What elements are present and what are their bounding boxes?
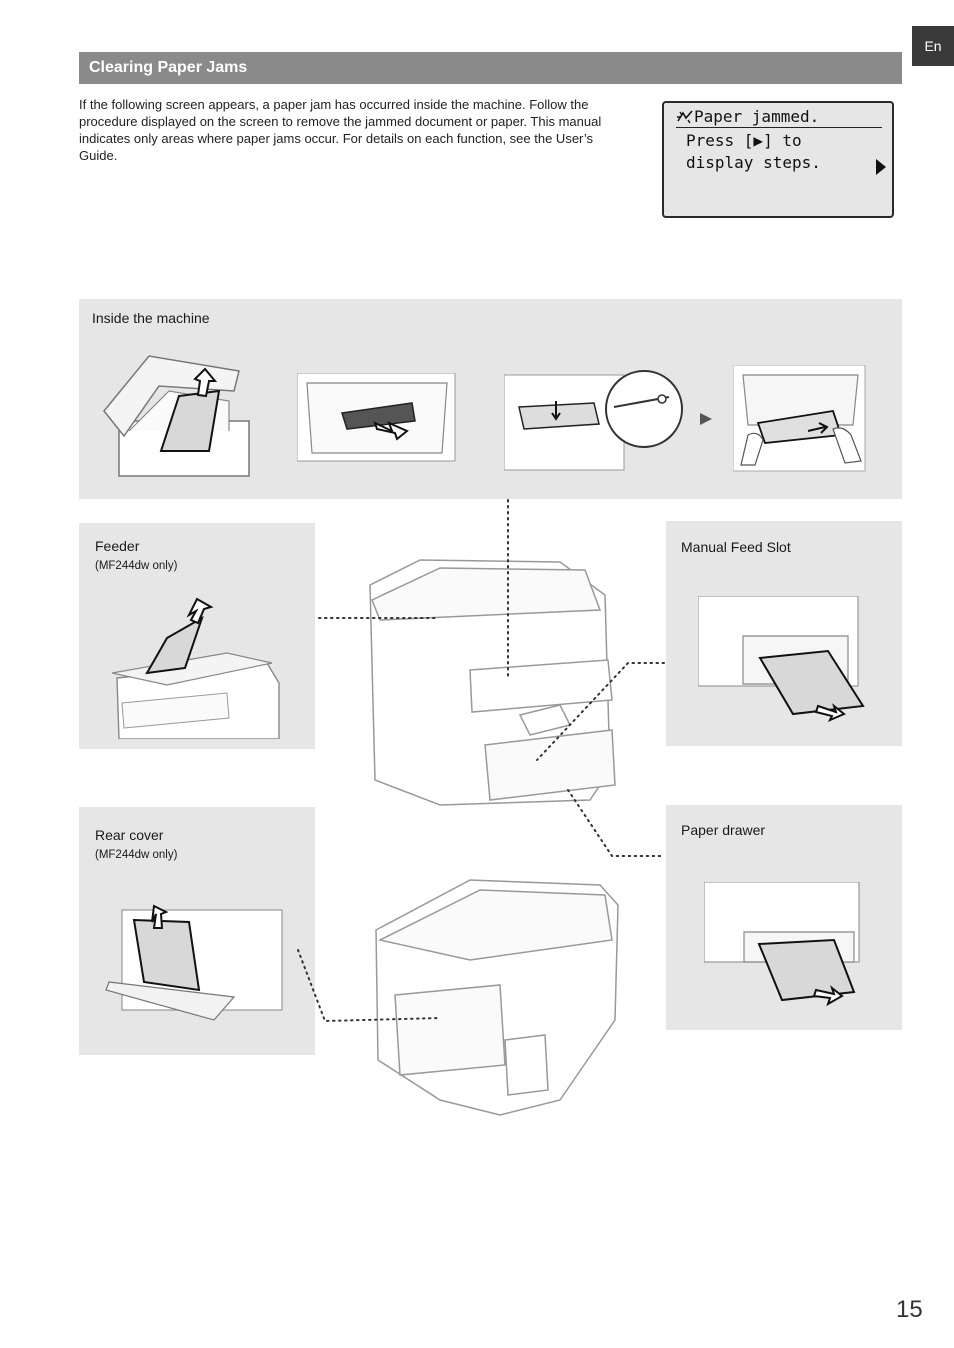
step-arrow-icon	[699, 412, 713, 426]
panel-feeder: Feeder (MF244dw only)	[79, 523, 315, 749]
illustration-manual-feed	[698, 596, 868, 726]
illustration-rear-cover	[104, 902, 284, 1027]
panel-feeder-subtitle: (MF244dw only)	[95, 560, 178, 572]
panel-feeder-title: Feeder	[95, 538, 140, 554]
illustration-open-scanner	[99, 351, 254, 479]
dotted-connectors	[297, 499, 665, 1023]
lcd-line-1-text: Paper jammed.	[694, 107, 820, 126]
page-number: 15	[896, 1296, 923, 1323]
illustration-feeder	[107, 593, 282, 739]
illustration-pull-paper-inside	[504, 369, 689, 474]
next-arrow-icon	[876, 159, 886, 175]
illustration-pull-paper-hands	[733, 365, 867, 473]
lcd-screen: Paper jammed. Press [▶] to display steps…	[662, 101, 894, 218]
paper-jam-icon	[677, 109, 693, 123]
panel-manual-title: Manual Feed Slot	[681, 539, 791, 555]
machine-front-view	[369, 559, 616, 806]
machine-rear-view	[375, 879, 619, 1116]
panel-drawer-title: Paper drawer	[681, 822, 766, 838]
panel-inside-title: Inside the machine	[92, 310, 210, 326]
panel-rear-title: Rear cover	[95, 827, 164, 843]
illustration-remove-toner	[297, 373, 457, 463]
intro-paragraph: If the following screen appears, a paper…	[79, 97, 602, 163]
panel-inside-machine: Inside the machine	[79, 299, 902, 499]
lcd-line-1: Paper jammed.	[676, 107, 882, 128]
language-tab[interactable]: En	[912, 26, 954, 66]
section-title: Clearing Paper Jams	[79, 52, 902, 84]
panel-rear-subtitle: (MF244dw only)	[95, 849, 178, 861]
panel-paper-drawer: Paper drawer	[666, 805, 902, 1030]
lcd-line-2: Press [▶] to	[686, 131, 802, 150]
lcd-line-3: display steps.	[686, 153, 821, 172]
panel-rear-cover: Rear cover (MF244dw only)	[79, 807, 315, 1055]
illustration-paper-drawer	[704, 882, 864, 1010]
panel-manual-feed: Manual Feed Slot	[666, 521, 902, 746]
